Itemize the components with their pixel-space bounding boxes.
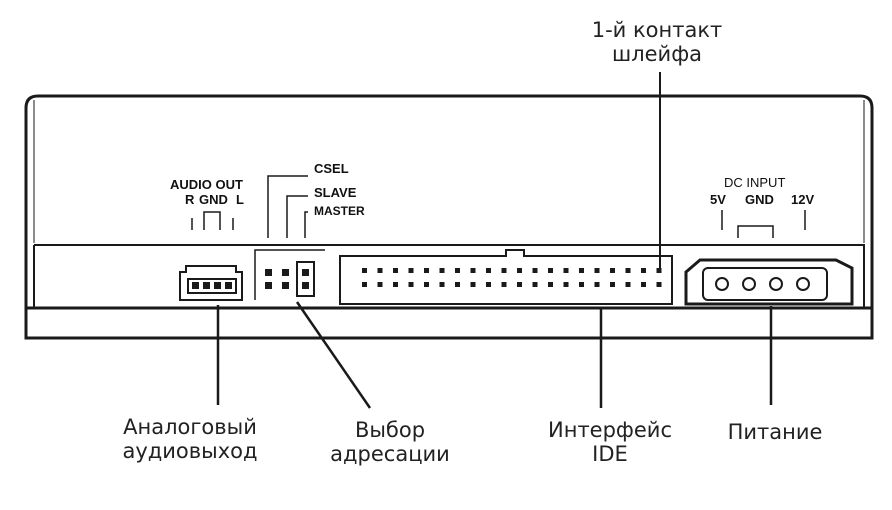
audio-out-title: AUDIO OUT: [170, 177, 243, 192]
dc-pin-5v: 5V: [710, 192, 726, 207]
ide-pin: [548, 268, 553, 273]
ide-pin: [455, 282, 460, 287]
audio-pin-r: R: [185, 192, 195, 207]
callout-pin1: 1-й контакт шлейфа: [572, 18, 742, 66]
ide-pin: [470, 282, 476, 287]
ide-pin: [486, 282, 491, 287]
callout-interface: Интерфейс IDE: [530, 418, 690, 466]
ide-connector: [339, 249, 673, 305]
ide-pin: [594, 282, 600, 287]
jumper-master: MASTER: [314, 204, 365, 218]
ide-pin: [439, 268, 445, 273]
jumper-slave: SLAVE: [314, 185, 357, 200]
dc-input-title: DC INPUT: [724, 175, 786, 190]
ide-pin: [408, 268, 414, 273]
callout-address: Выбор адресации: [315, 418, 465, 466]
audio-connector: [179, 211, 243, 301]
ide-pin: [455, 268, 460, 273]
callout-interface-line2: IDE: [592, 442, 628, 466]
callout-interface-line1: Интерфейс: [548, 418, 672, 442]
ide-pin: [393, 268, 398, 273]
dc-pin-12v: 12V: [791, 192, 815, 207]
ide-pin: [377, 282, 383, 287]
ide-pin: [377, 268, 383, 273]
dc-pin-gnd: GND: [745, 192, 774, 207]
ide-pin: [470, 268, 476, 273]
ide-pin: [625, 282, 631, 287]
ide-pin: [656, 282, 662, 287]
callout-audio-line1: Аналоговый: [123, 415, 257, 439]
ide-pin: [362, 268, 367, 273]
callout-lines: [216, 72, 773, 409]
ide-pin: [610, 282, 615, 287]
ide-pin: [610, 268, 615, 273]
callout-power: Питание: [727, 420, 823, 444]
power-connector: [684, 210, 854, 306]
ide-pin: [594, 268, 600, 273]
ide-pin: [641, 282, 646, 287]
audio-pin-l: L: [236, 192, 244, 207]
ide-pin: [532, 268, 538, 273]
ide-pin: [579, 282, 584, 287]
callout-address-line1: Выбор: [354, 418, 426, 442]
drive-body: [24, 94, 874, 340]
ide-pin: [501, 268, 507, 273]
jumper-block: [254, 175, 325, 300]
callout-pin1-line2: шлейфа: [611, 42, 703, 66]
ide-pin: [486, 268, 491, 273]
ide-pin: [517, 268, 522, 273]
ide-pin: [393, 282, 398, 287]
ide-pin: [362, 282, 367, 287]
ide-pin: [579, 268, 584, 273]
ide-pin: [563, 268, 569, 273]
ide-pin: [424, 268, 429, 273]
callout-address-line2: адресации: [330, 442, 450, 466]
ide-pin: [532, 282, 538, 287]
callout-pin1-line1: 1-й контакт: [591, 18, 723, 42]
ide-pin: [501, 282, 507, 287]
ide-pin: [625, 268, 631, 273]
callout-audio-line2: аудиовыход: [122, 439, 258, 463]
callout-audio: Аналоговый аудиовыход: [100, 415, 280, 463]
ide-pin: [641, 268, 646, 273]
ide-pin: [517, 282, 522, 287]
ide-pin: [408, 282, 414, 287]
ide-pin: [656, 268, 662, 273]
ide-pin: [548, 282, 553, 287]
ide-pin: [424, 282, 429, 287]
ide-pin: [439, 282, 445, 287]
jumper-csel: CSEL: [314, 161, 349, 176]
audio-pin-gnd: GND: [199, 192, 228, 207]
ide-pin: [563, 282, 569, 287]
